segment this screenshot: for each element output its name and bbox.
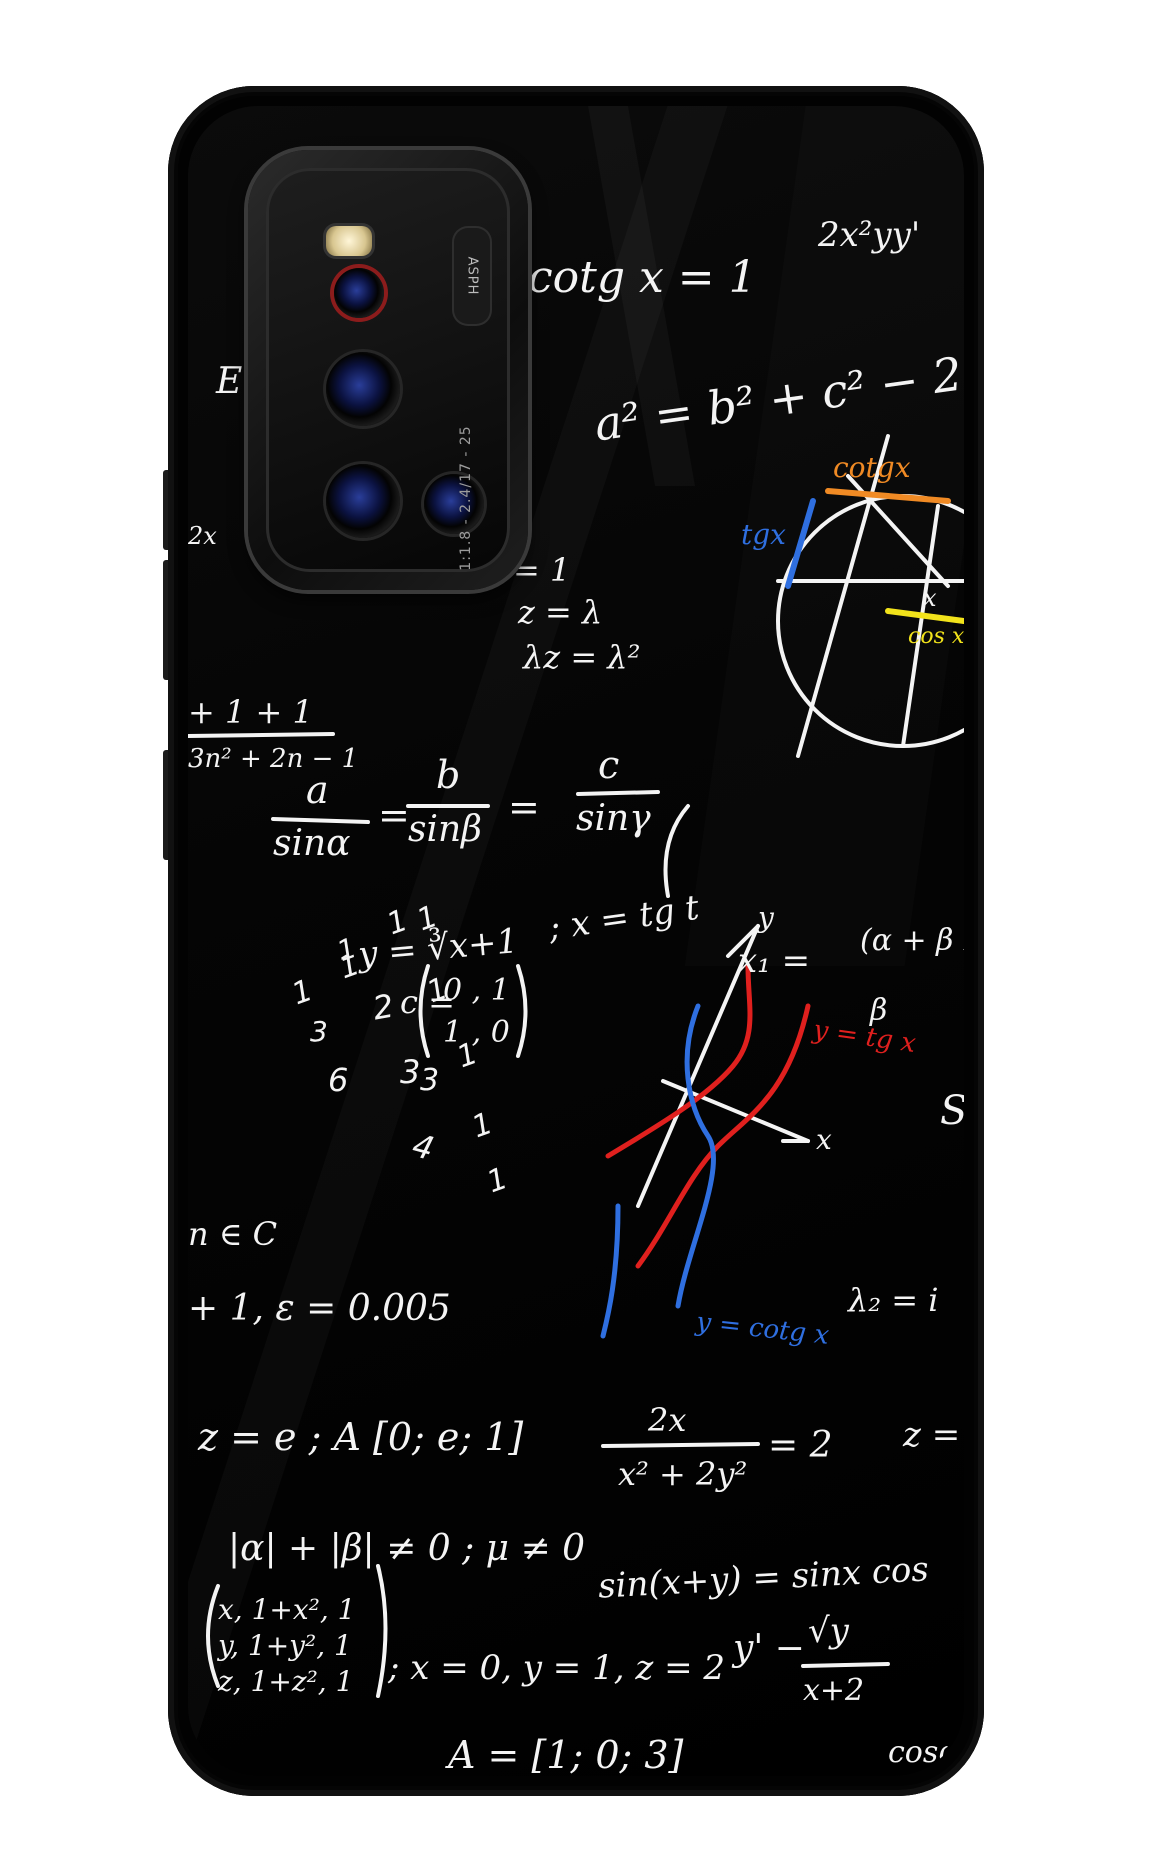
sine-rule-sina: sinα <box>273 823 351 864</box>
scattered-number: 3 <box>420 1063 440 1098</box>
fraction-eq: = 2 <box>768 1425 833 1466</box>
fraction-bars <box>188 732 890 1668</box>
fraction-den: x² + 2y² <box>618 1455 748 1493</box>
power-button <box>163 560 171 680</box>
formula-top-right: 2x²yy' <box>818 215 921 255</box>
tangent-graph <box>600 924 811 1339</box>
sine-rule-c: c <box>598 743 620 787</box>
lens-main-icon <box>326 352 400 426</box>
fraction-num: 2x <box>648 1401 687 1439</box>
matrix-c-row1: 0 , 1 <box>443 973 510 1008</box>
sine-rule-eq: = <box>378 793 410 837</box>
formula-x-plus-2: x+2 <box>803 1673 865 1708</box>
label-x-axis: x <box>816 1123 832 1156</box>
volume-button <box>163 470 171 550</box>
formula-abs-ineq: |α| + |β| ≠ 0 ; μ ≠ 0 <box>228 1528 586 1569</box>
formula-x1: x₁ = <box>738 941 811 981</box>
phone-case: cotg x = 1 2x²yy' a² = b² + c² − 2 E 2x … <box>168 86 984 1796</box>
formula-s-right: S <box>940 1091 964 1131</box>
chalk-drawings <box>188 434 964 1698</box>
formula-z-right: z = <box>903 1415 961 1455</box>
asph-label: ASPH <box>464 256 480 296</box>
formula-eq3: λz = λ² <box>523 638 641 676</box>
matrix-big-row3: z, 1+z², 1 <box>218 1665 354 1698</box>
formula-series1: + 1 + 1 <box>188 693 313 731</box>
formula-eq1: = 1 <box>513 551 571 589</box>
sine-rule-eq2: = <box>508 785 540 829</box>
formula-ec: n ∈ C <box>188 1215 278 1253</box>
matrix-brackets <box>206 804 690 1698</box>
formula-xyz: ; x = 0, y = 1, z = 2 <box>388 1648 725 1688</box>
scattered-number: 3 <box>310 1015 328 1048</box>
formula-sqrt-y: √y <box>808 1611 849 1651</box>
formula-a-vec: A = [1; 0; 3] <box>448 1733 684 1776</box>
formula-yprime: y' − <box>733 1628 805 1669</box>
formula-eq2: z = λ <box>518 593 603 631</box>
matrix-big-row1: x, 1+x², 1 <box>218 1593 356 1626</box>
lens-wide-icon <box>326 464 400 538</box>
unit-circle-diagram <box>776 434 964 758</box>
camera-glass: ASPH 1:1.8 - 2.4/17 - 25 <box>266 168 510 572</box>
formula-epsilon: + 1, ε = 0.005 <box>188 1288 451 1329</box>
sine-rule-sinb: sinβ <box>408 809 482 850</box>
formula-2x-left: 2x <box>188 522 217 550</box>
extra-button <box>163 750 171 860</box>
lens-small-top-icon <box>334 268 384 318</box>
formula-z-e: z = e ; A [0; e; 1] <box>198 1415 524 1459</box>
sine-rule-b: b <box>436 753 461 797</box>
formula-alpha-beta: (α + β x <box>860 923 964 958</box>
matrix-big-row2: y, 1+y², 1 <box>218 1629 352 1662</box>
label-y-axis: y <box>758 901 774 934</box>
flash-icon <box>326 226 372 256</box>
label-x: x <box>923 584 937 612</box>
sine-rule-a: a <box>306 768 329 812</box>
scattered-number: 3 <box>400 1053 421 1091</box>
lens-spec-text: 1:1.8 - 2.4/17 - 25 <box>458 425 474 571</box>
formula-e-left: E <box>216 361 243 402</box>
lens-tele-icon <box>424 474 484 534</box>
label-tgx: tgx <box>741 518 786 551</box>
formula-lambda-i: λ₂ = i <box>848 1281 939 1319</box>
camera-module: ASPH 1:1.8 - 2.4/17 - 25 <box>248 150 528 590</box>
sine-rule-sing: sinγ <box>576 798 651 839</box>
label-cosx: cos x <box>908 624 964 649</box>
label-cotgx: cotgx <box>833 451 911 484</box>
matrix-c-row2: 1 , 0 <box>443 1015 510 1050</box>
formula-beta: β <box>870 993 888 1028</box>
formula-series2: 3n² + 2n − 1 <box>188 744 359 774</box>
formula-matrix-c: c = <box>400 983 455 1021</box>
scattered-number: 6 <box>328 1061 349 1099</box>
formula-cosp: cosφ <box>888 1735 960 1770</box>
asph-badge: ASPH <box>454 228 490 324</box>
formula-cotg: cotg x = 1 <box>528 252 757 303</box>
